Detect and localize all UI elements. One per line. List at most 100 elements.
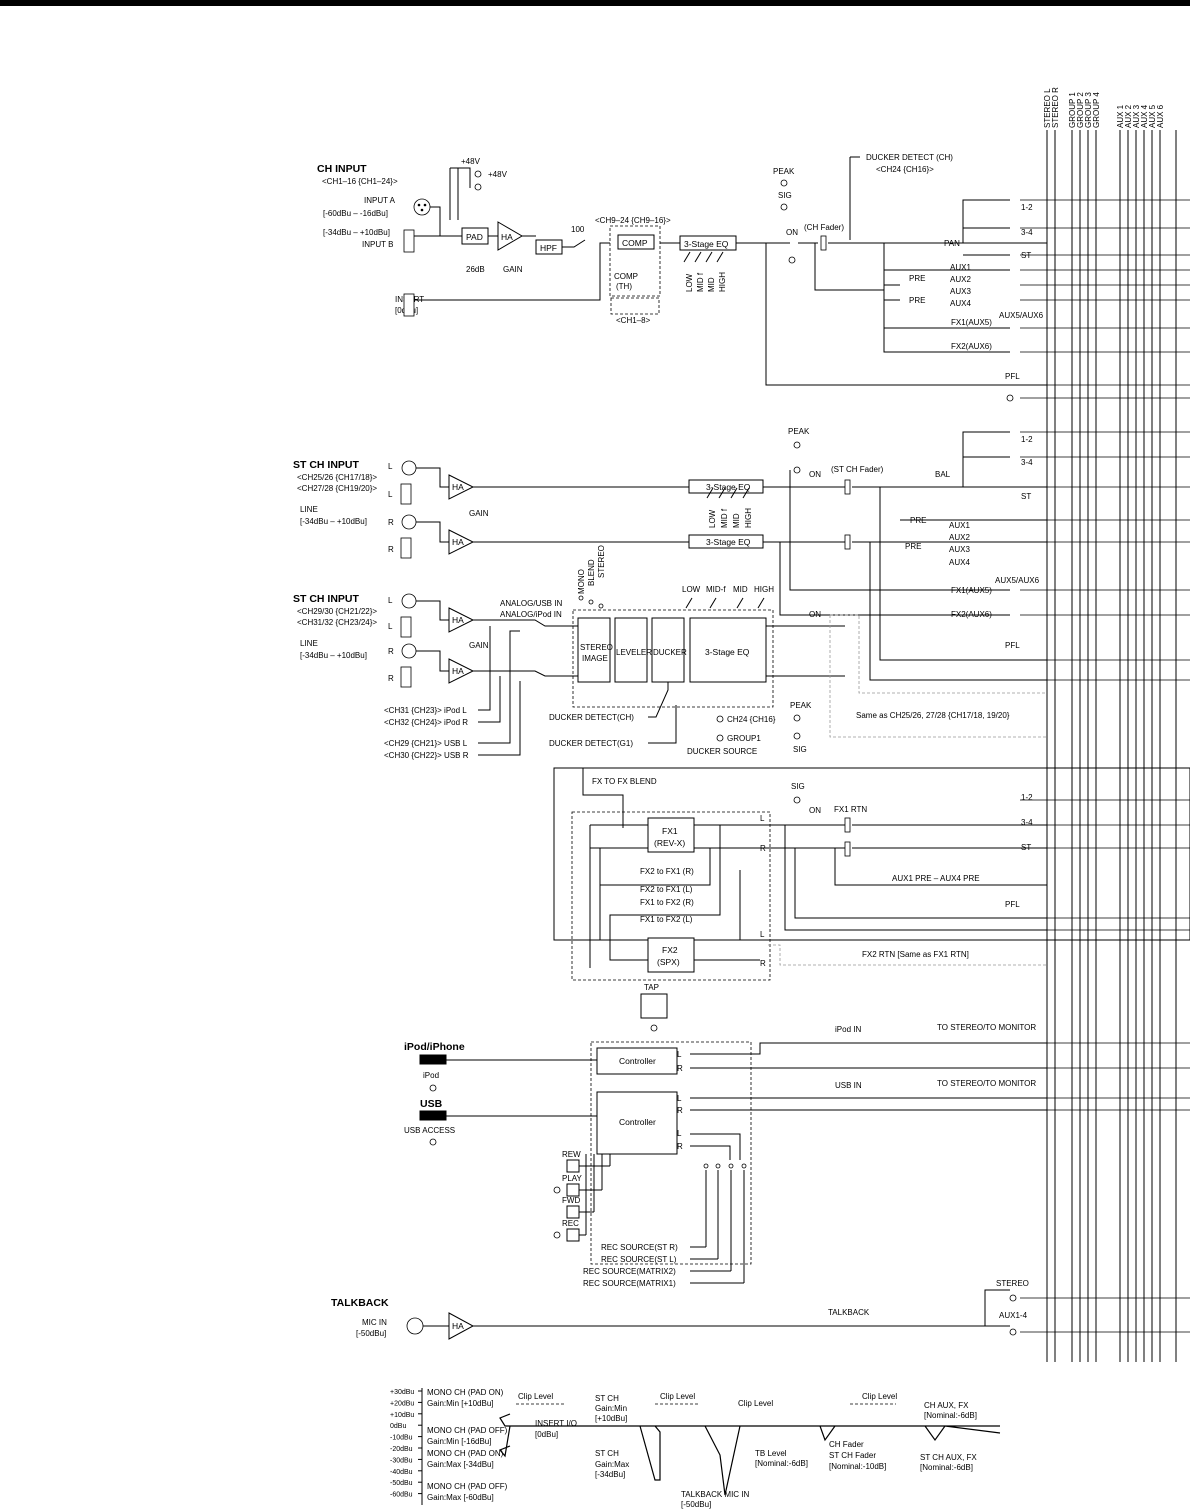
xlr-input-a-icon [413,198,431,216]
st2-analog-ipod: ANALOG/iPod IN [500,610,562,619]
usb-button-label: REC [562,1219,579,1228]
stereo-mode-contact-icon [588,599,594,605]
level-scale-label: -30dBu [390,1457,413,1464]
comp-dash-box [609,225,661,297]
st1-ha-l: HA [452,482,464,492]
usb-button-label: PLAY [562,1174,583,1183]
fx-pfl: PFL [1005,900,1020,909]
rca-l-icon [401,460,417,476]
usb-title: USB [420,1098,443,1110]
rec-source-contact-icon [703,1163,709,1169]
st1-fx2: FX2(AUX6) [951,610,992,619]
ipod-controller-box [596,1047,678,1075]
level-scale: +30dBu+20dBu+10dBu0dBu-10dBu-20dBu-30dBu… [390,1389,422,1499]
bus-label: AUX 4 [1140,104,1149,128]
lv-clip-2: Clip Level [660,1392,695,1401]
bus-lines [1020,130,1190,1362]
stereo-image-box [577,617,611,683]
usb-rew-button[interactable] [566,1159,580,1173]
st1-bus-34: 3-4 [1021,458,1033,467]
ducker-box [651,617,685,683]
st1-sig-led-icon [793,466,801,474]
bus-34-label: 3-4 [1021,228,1033,237]
fx-on-label: ON [809,806,821,815]
ducker-source-label: DUCKER SOURCE [687,747,757,756]
leveler-label: LEVELER [616,648,652,657]
stereo-mode-contact-icon [598,603,604,609]
pan-label: PAN [944,239,960,248]
lv-mono-pad-on-max-2: Gain:Max [-34dBu] [427,1460,494,1469]
st1-aux1: AUX1 [949,521,970,530]
st1-eq-r: 3-Stage EQ [706,537,751,547]
talkback-level: [-50dBu] [356,1329,386,1338]
st1-on: ON [809,470,821,479]
st1-aux3: AUX3 [949,545,970,554]
talkback-xlr-icon [406,1317,424,1335]
st2-line: LINE [300,639,318,648]
rec-source-contact-icon [715,1163,721,1169]
usb-fwd-button[interactable] [566,1205,580,1219]
ducker-detect-range: <CH24 {CH16}> [876,165,934,174]
stereo-mode-label: MONO [577,569,586,594]
tap-button[interactable] [640,993,668,1019]
bus-label: GROUP 1 [1068,92,1077,128]
st2-on: ON [809,610,821,619]
jack-input-b-icon [403,229,415,253]
ducker-label: DUCKER [653,648,687,657]
eq-band-label: HIGH [744,508,753,528]
lv-ch-aux-2: [Nominal:-6dB] [924,1411,977,1420]
aux3-label: AUX3 [950,287,971,296]
ch-input-title: CH INPUT [317,163,367,175]
insert-jack-icon [403,293,415,317]
top-border-bar [0,0,1190,6]
bus-label: AUX 6 [1156,104,1165,128]
usb-to-label: TO STEREO/TO MONITOR [937,1079,1036,1088]
ch-fader-icon [820,235,827,251]
eq-knob-icon [705,251,713,263]
level-scale-label: +30dBu [390,1389,414,1396]
talkback-section: TALKBACK MIC IN [-50dBu] HA TALKBACK STE… [331,1279,1029,1340]
fx-bus-st: ST [1021,843,1031,852]
st2-ha-l: HA [452,615,464,625]
pfl-switch-icon [1006,394,1014,402]
eq-band-label: LOW [685,273,694,292]
fx2-out-r: R [760,959,766,968]
peak-led-icon [780,179,788,187]
phantom-top-label: +48V [461,157,481,166]
media-dash-box [590,1041,752,1265]
st-ch-1-range1: <CH25/26 {CH17/18}> [297,473,377,482]
on-switch-icon [788,256,796,264]
st1-line-label: LINE [300,505,318,514]
input-b-label: INPUT B [362,240,393,249]
ducker-detect-ch-label: DUCKER DETECT(CH) [549,713,634,722]
st-ch-1-title: ST CH INPUT [293,459,360,471]
usb-play-button[interactable] [566,1183,580,1197]
talkback-title: TALKBACK [331,1297,389,1309]
fx-blend-label: FX TO FX BLEND [592,777,657,786]
eq-knob-icon [709,597,717,609]
talkback-stereo-switch-icon [1009,1294,1017,1302]
ducker-group1-switch-icon [716,734,724,742]
lv-mono-pad-on-1: MONO CH (PAD ON) [427,1388,504,1397]
fx-bus-12: 1-2 [1021,793,1033,802]
bus-label: STEREO L [1043,88,1052,128]
sig-led-icon [780,203,788,211]
lv-insert-level: [0dBu] [535,1430,558,1439]
fx1-box [647,817,695,853]
rca-r-icon [401,514,417,530]
lv-mono-pad-off-max-2: Gain:Max [-60dBu] [427,1493,494,1502]
usb-out-r: R [677,1106,683,1115]
rec-source-contact-icon [741,1163,747,1169]
usb-rec-button[interactable] [566,1228,580,1242]
fx-bus-34: 3-4 [1021,818,1033,827]
ipod-to-label: TO STEREO/TO MONITOR [937,1023,1036,1032]
fx1-out-l: L [760,814,765,823]
st1-aux2: AUX2 [949,533,970,542]
comp-label: COMP [622,238,648,248]
ch-on-label: ON [786,228,798,237]
